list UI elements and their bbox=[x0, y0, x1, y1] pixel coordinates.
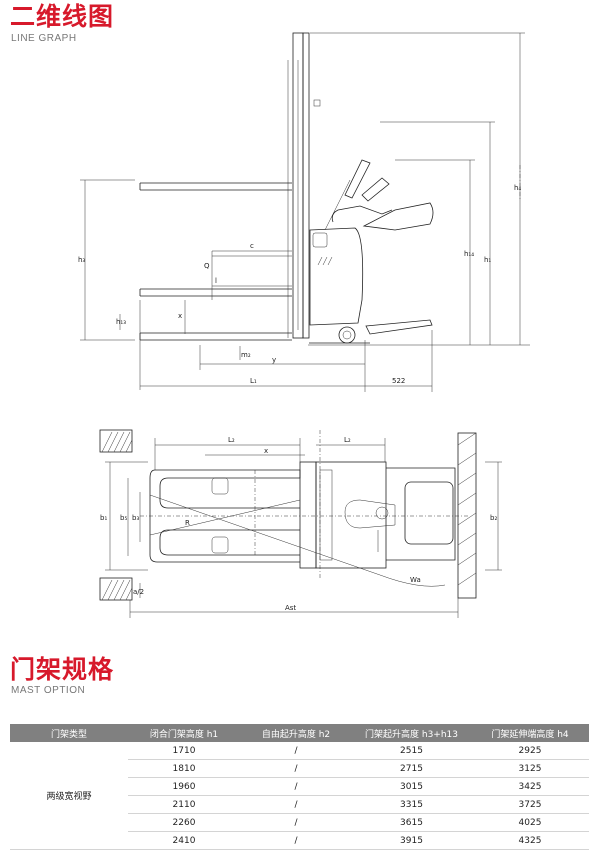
label-m2: m₂ bbox=[241, 351, 251, 359]
mast-option-subtitle: MAST OPTION bbox=[11, 685, 86, 696]
table-cell: 3725 bbox=[471, 795, 589, 814]
label-b5: b₅ bbox=[120, 514, 127, 522]
label-l2: L₂ bbox=[228, 436, 235, 444]
table-cell: 3015 bbox=[352, 777, 471, 796]
mast-option-title: 门架规格 bbox=[10, 655, 115, 684]
label-b2: b₂ bbox=[490, 514, 497, 522]
table-cell: / bbox=[240, 777, 352, 796]
table-cell: 2515 bbox=[352, 742, 471, 760]
label-c: c bbox=[250, 242, 254, 250]
header-mast-type: 门架类型 bbox=[10, 724, 128, 742]
table-cell: 1810 bbox=[128, 759, 240, 778]
label-l2-right: L₂ bbox=[344, 436, 351, 444]
label-522: 522 bbox=[392, 377, 405, 385]
table-cell: 3315 bbox=[352, 795, 471, 814]
table-cell: 3915 bbox=[352, 831, 471, 850]
label-wa: Wa bbox=[410, 576, 421, 584]
table-row: 2260 / 3615 4025 bbox=[10, 813, 589, 832]
header-free-lift: 自由起升高度 h2 bbox=[240, 724, 352, 742]
table-cell: 2715 bbox=[352, 759, 471, 778]
label-b1: b₁ bbox=[100, 514, 107, 522]
label-x-side: x bbox=[178, 312, 182, 320]
line-graph-subtitle: LINE GRAPH bbox=[11, 33, 77, 44]
side-view-drawing bbox=[139, 32, 434, 344]
table-cell: 2110 bbox=[128, 795, 240, 814]
table-cell: 3425 bbox=[471, 777, 589, 796]
label-h3: h₃ bbox=[78, 256, 85, 264]
mast-type-cell: 两级宽视野 bbox=[10, 742, 128, 850]
side-view-dimensions: c Q l y L₁ 522 m₂ h₃ h₁₃ x h₄ h₁ h₁₄ bbox=[78, 32, 530, 392]
table-cell: 3615 bbox=[352, 813, 471, 832]
label-b3: b₃ bbox=[132, 514, 139, 522]
label-h14: h₁₄ bbox=[464, 250, 474, 258]
label-a2: a/2 bbox=[133, 588, 144, 596]
line-graph-drawing: c Q l y L₁ 522 m₂ h₃ h₁₃ x h₄ h₁ h₁₄ bbox=[78, 32, 530, 618]
table-cell: 2925 bbox=[471, 742, 589, 760]
table-cell: 4025 bbox=[471, 813, 589, 832]
table-cell: 1960 bbox=[128, 777, 240, 796]
label-l: l bbox=[215, 277, 217, 285]
label-r: R bbox=[185, 519, 190, 527]
label-h4: h₄ bbox=[514, 184, 521, 192]
label-ast: Ast bbox=[285, 604, 296, 612]
label-l1: L₁ bbox=[250, 377, 257, 385]
line-graph-title: 二维线图 bbox=[10, 2, 115, 31]
label-y: y bbox=[272, 356, 276, 364]
table-cell: / bbox=[240, 831, 352, 850]
label-h13: h₁₃ bbox=[116, 318, 126, 326]
table-row: 1960 / 3015 3425 bbox=[10, 777, 589, 796]
table-cell: 2260 bbox=[128, 813, 240, 832]
top-view-drawing bbox=[99, 429, 477, 601]
table-cell: 2410 bbox=[128, 831, 240, 850]
table-cell: 1710 bbox=[128, 742, 240, 760]
header-lift-height: 门架起升高度 h3+h13 bbox=[352, 724, 471, 742]
header-closed-height: 闭合门架高度 h1 bbox=[128, 724, 240, 742]
table-header-row: 门架类型 闭合门架高度 h1 自由起升高度 h2 门架起升高度 h3+h13 门… bbox=[10, 724, 589, 742]
label-q: Q bbox=[204, 262, 210, 270]
table-cell: / bbox=[240, 759, 352, 778]
table-row: 2410 / 3915 4325 bbox=[10, 831, 589, 850]
label-x-top: x bbox=[264, 447, 268, 455]
table-row: 两级宽视野 1710 / 2515 2925 bbox=[10, 742, 589, 850]
table-cell: / bbox=[240, 795, 352, 814]
header-extended-height: 门架延伸端高度 h4 bbox=[471, 724, 589, 742]
table-row: 1810 / 2715 3125 bbox=[10, 759, 589, 778]
mast-spec-table: 门架类型 闭合门架高度 h1 自由起升高度 h2 门架起升高度 h3+h13 门… bbox=[10, 724, 589, 850]
table-row: 2110 / 3315 3725 bbox=[10, 795, 589, 814]
table-cell: / bbox=[240, 742, 352, 760]
top-view-dimensions: L₂ L₂ x b₁ b₅ b₃ b₂ R a/2 Ast Wa bbox=[100, 430, 502, 618]
table-cell: 4325 bbox=[471, 831, 589, 850]
label-h1: h₁ bbox=[484, 256, 491, 264]
table-cell: / bbox=[240, 813, 352, 832]
table-cell: 3125 bbox=[471, 759, 589, 778]
